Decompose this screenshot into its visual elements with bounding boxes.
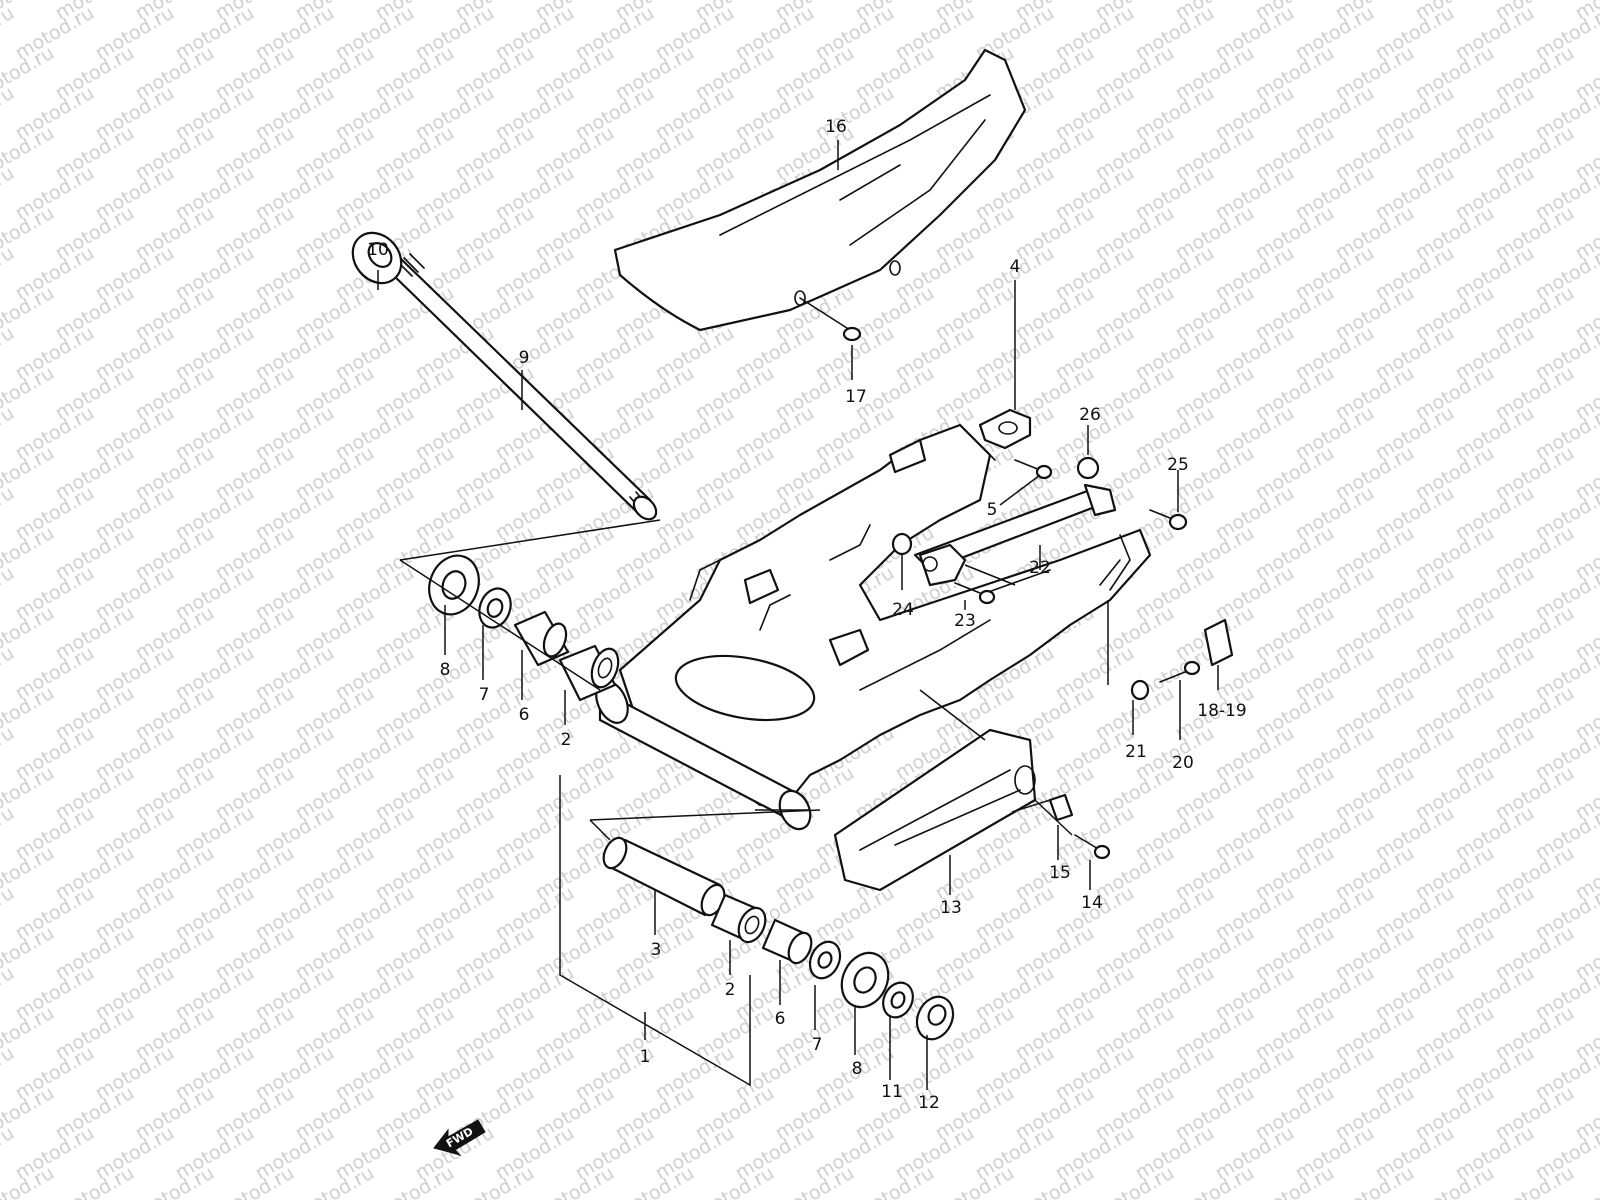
nut-part-10 — [351, 231, 403, 285]
callout-8-left: 8 — [440, 660, 451, 680]
callout-3: 3 — [651, 940, 662, 960]
cap-part-8-right — [840, 951, 890, 1009]
callout-10: 10 — [367, 240, 389, 260]
callout-12: 12 — [918, 1093, 940, 1113]
washer-part-7-left — [478, 587, 512, 629]
callout-22: 22 — [1029, 558, 1051, 578]
watermark-text: motod.ru — [0, 882, 18, 945]
bolt-part-5 — [1014, 459, 1053, 480]
nut-part-24 — [891, 532, 913, 556]
nut-part-21 — [1130, 679, 1150, 701]
callout-13: 13 — [940, 898, 962, 918]
nut-part-26 — [1076, 456, 1100, 480]
callout-labels: 10 9 16 17 4 5 26 25 22 24 23 18-19 20 2… — [367, 117, 1247, 1113]
callout-25: 25 — [1167, 455, 1189, 475]
bolt-part-20 — [1159, 660, 1201, 683]
watermark-text: motod.ru — [0, 482, 18, 545]
callout-16: 16 — [825, 117, 847, 137]
watermark-text: motod.ru — [0, 322, 18, 385]
washer-part-7-right — [808, 940, 842, 980]
bolt-part-25 — [1149, 509, 1188, 531]
callout-1: 1 — [640, 1047, 651, 1067]
swingarm-body-part-1 — [595, 423, 1152, 831]
spacer-tube-part-3 — [602, 836, 726, 917]
watermark-text: motod.ru — [0, 402, 18, 465]
watermark-text: motod.ru — [0, 722, 18, 785]
watermark-text: motod.ru — [0, 802, 18, 865]
callout-2-right: 2 — [725, 980, 736, 1000]
watermark-text: motod.ru — [0, 962, 18, 1025]
callout-24: 24 — [892, 600, 914, 620]
torque-link-part-22 — [913, 483, 1117, 587]
callout-7-left: 7 — [479, 685, 490, 705]
watermark-text: motod.ru — [0, 82, 18, 145]
callout-17: 17 — [845, 387, 867, 407]
screw-part-17 — [799, 297, 862, 342]
callout-2-left: 2 — [561, 730, 572, 750]
leader-lines — [377, 140, 1219, 1090]
bolt-part-14 — [1074, 834, 1111, 860]
nut-part-12 — [915, 995, 955, 1041]
callout-4: 4 — [1010, 257, 1021, 277]
guide-part-18-19 — [1203, 618, 1234, 667]
callout-20: 20 — [1172, 753, 1194, 773]
watermark-text: motod.ru — [0, 162, 18, 225]
watermark-text: motod.ru — [0, 562, 18, 625]
watermark-text: motod.ru — [0, 1042, 18, 1105]
bearing-part-2-right — [710, 893, 767, 944]
callout-11: 11 — [881, 1082, 903, 1102]
callout-15: 15 — [1049, 863, 1071, 883]
spacer-part-6-left — [513, 610, 570, 667]
callout-6-right: 6 — [775, 1009, 786, 1029]
callout-8-right: 8 — [852, 1059, 863, 1079]
callout-21: 21 — [1125, 742, 1147, 762]
bolt-part-23 — [954, 582, 996, 605]
callout-9: 9 — [519, 348, 530, 368]
assembly-guide-lines — [399, 519, 1109, 1087]
cap-part-8-left — [428, 554, 480, 616]
watermark-text: motod.ru — [0, 1122, 18, 1185]
callout-26: 26 — [1079, 405, 1101, 425]
spacer-part-6-right — [761, 918, 813, 965]
chain-cover-part-16 — [613, 48, 1027, 332]
bracket-part-4 — [978, 408, 1032, 461]
watermark-text: motod.ru — [0, 242, 18, 305]
watermark-text: motod.ru — [0, 2, 18, 65]
callout-7-right: 7 — [812, 1035, 823, 1055]
bearing-part-2-left — [558, 644, 620, 702]
collar-part-15 — [1048, 793, 1074, 822]
callout-5: 5 — [987, 500, 998, 520]
callout-14: 14 — [1081, 893, 1103, 913]
callout-6-left: 6 — [519, 705, 530, 725]
watermark-text: motod.ru — [0, 642, 18, 705]
callout-18-19: 18-19 — [1197, 701, 1246, 721]
callout-23: 23 — [954, 611, 976, 631]
